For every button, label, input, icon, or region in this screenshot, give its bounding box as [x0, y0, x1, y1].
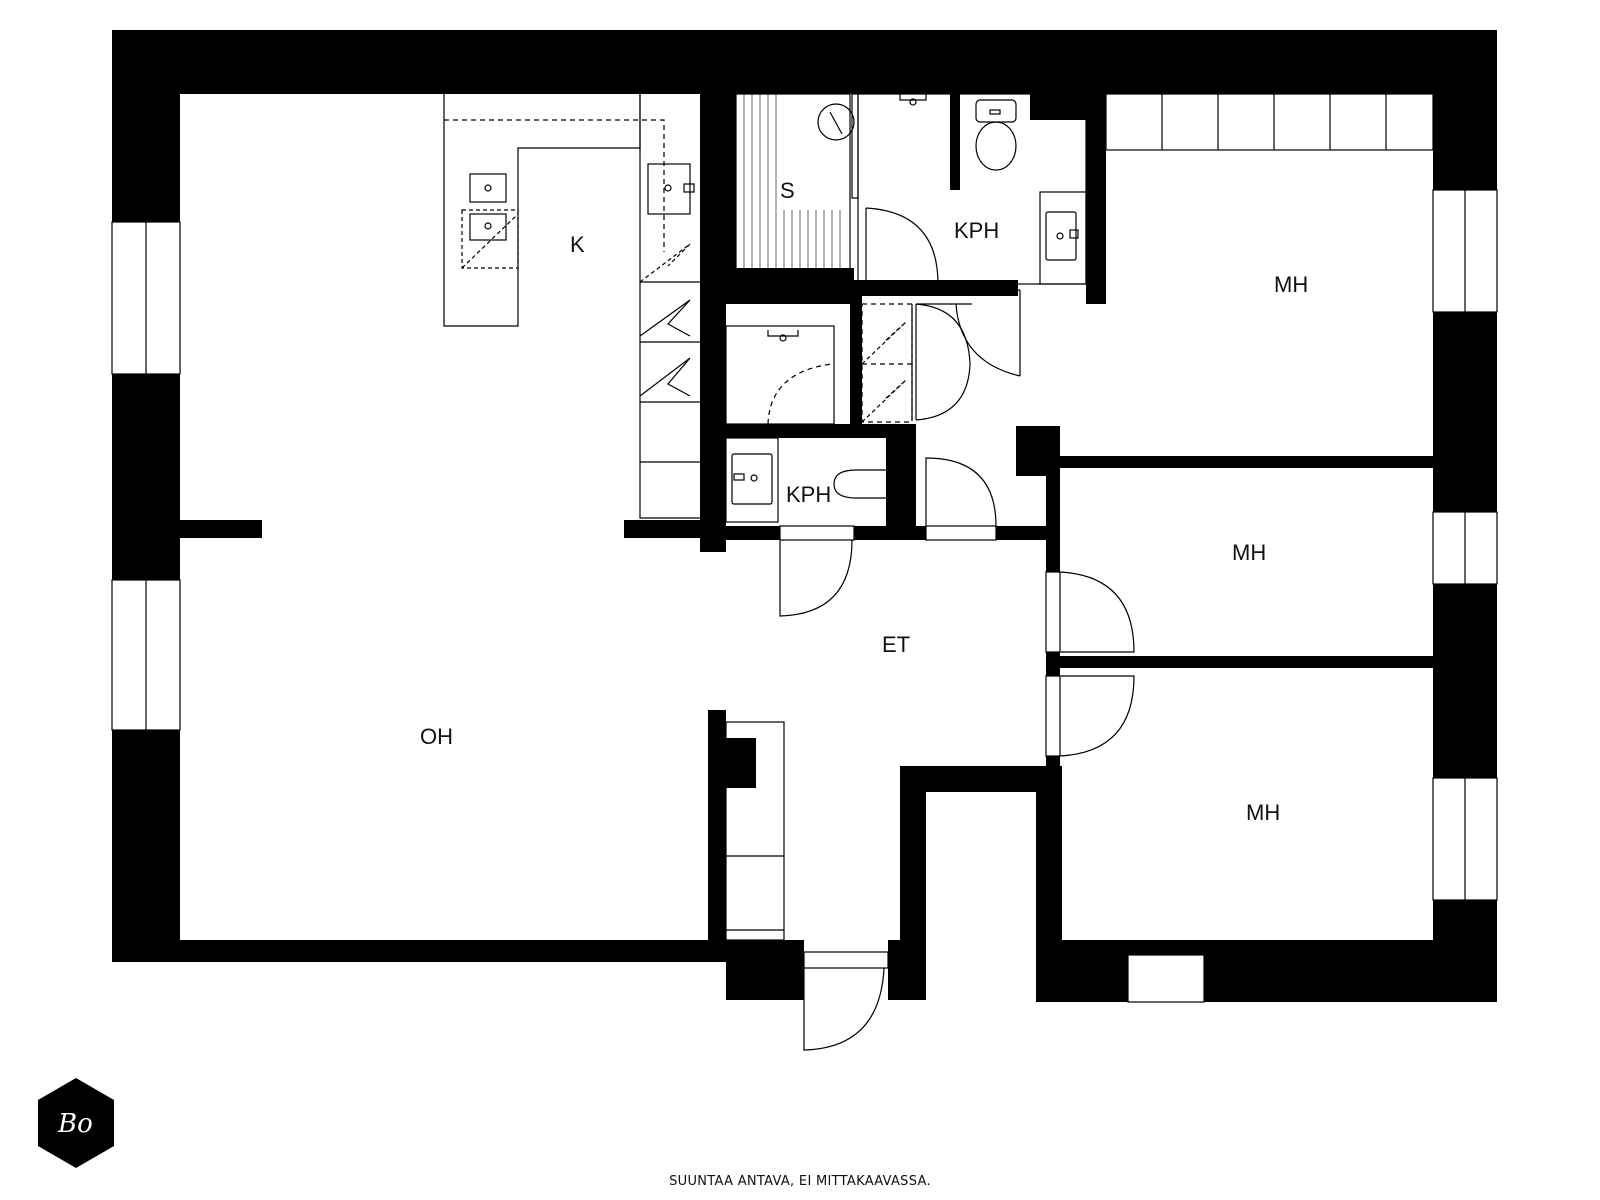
room-labels: OH K S KPH KPH MH MH MH ET [420, 178, 1308, 825]
logo-text: Bo [57, 1109, 93, 1139]
room-label-mh-middle: MH [1232, 540, 1266, 565]
room-label-k: K [570, 232, 585, 257]
walls [112, 30, 1497, 1002]
room-label-kph-lower: KPH [786, 482, 831, 507]
disclaimer-note: SUUNTAA ANTAVA, EI MITTAKAAVASSA. [669, 1174, 931, 1189]
room-label-et: ET [882, 632, 910, 657]
room-label-kph-upper: KPH [954, 218, 999, 243]
room-label-mh-bottom: MH [1246, 800, 1280, 825]
hexagon-logo-icon [38, 1078, 114, 1168]
windows [111, 189, 1498, 1003]
fixtures [443, 93, 1434, 1051]
brand-logo: Bo [38, 1078, 114, 1168]
room-label-mh-top: MH [1274, 272, 1308, 297]
room-label-s: S [780, 178, 795, 203]
room-label-oh: OH [420, 724, 453, 749]
